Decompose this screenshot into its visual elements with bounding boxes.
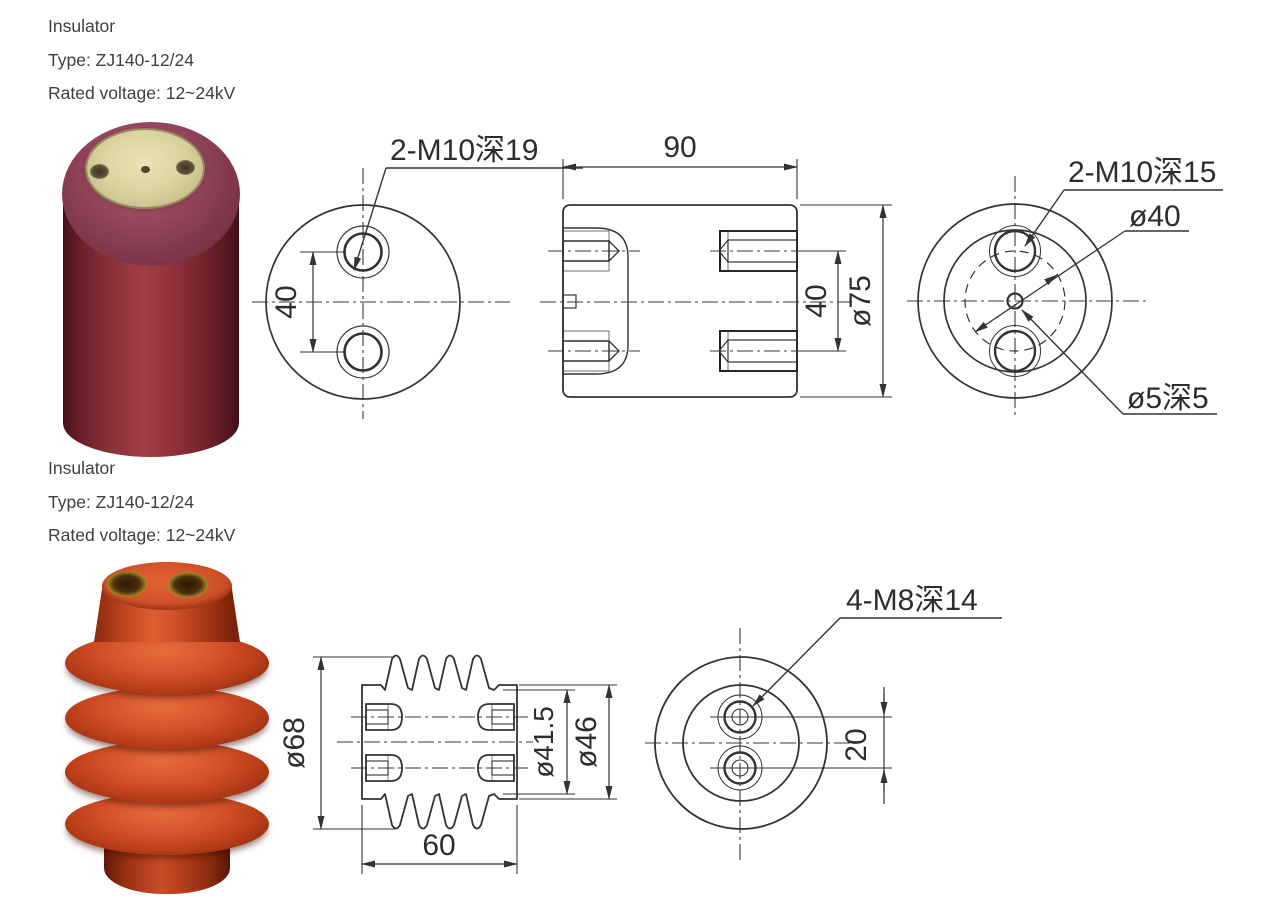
dim-end-dia-46: ø46 <box>519 684 617 800</box>
dim-hole-pitch-20: 20 <box>710 687 892 804</box>
centerlines <box>252 168 510 419</box>
finned-body-hatch <box>361 654 518 830</box>
dim-label-o75: ø75 <box>844 275 877 327</box>
insert-bore-bottom-left <box>548 330 640 372</box>
callout-label: 4-M8深14 <box>846 584 978 617</box>
insert-bore-bottom-right <box>710 330 820 372</box>
brass-insert-right <box>168 572 208 598</box>
outline-circle <box>917 203 1113 399</box>
outline-circle <box>654 656 828 830</box>
centerlines <box>645 628 850 862</box>
dim-label-90: 90 <box>663 131 696 164</box>
threaded-hole-top <box>989 225 1041 277</box>
thread-hole-right <box>176 160 195 175</box>
metal-insert-left <box>562 227 629 375</box>
shed-1 <box>65 632 269 694</box>
dim-length-90: 90 <box>562 131 798 199</box>
callout-center-hole: ø5深5 <box>1021 309 1217 415</box>
drawing-front-view-1: 40 2-M10深19 <box>252 134 583 419</box>
callout-thread: 2-M10深15 <box>1024 156 1223 247</box>
insulator-photo-cylindrical <box>62 122 240 458</box>
center-pin <box>141 166 150 173</box>
product-voltage: Rated voltage: 12~24kV <box>48 525 236 545</box>
dim-label-20: 20 <box>840 728 873 761</box>
shed-2 <box>65 687 269 749</box>
product-type: Type: ZJ140-12/24 <box>48 491 194 512</box>
drawing-section-view-1: 90 40 ø75 <box>540 131 892 398</box>
dim-shed-dia-68: ø68 <box>278 656 395 830</box>
center-hole <box>1006 292 1024 310</box>
shed-3 <box>65 741 269 803</box>
dim-length-60: 60 <box>361 805 518 874</box>
insulator-photo-finned <box>64 560 270 896</box>
callout-label: 2-M10深15 <box>1068 156 1216 189</box>
dim-hole-pitch: 40 <box>270 251 346 353</box>
dim-outer-dia-75: ø75 <box>800 204 892 398</box>
centerlines <box>337 716 533 769</box>
product-1-info: Insulator Type: ZJ140-12/24 Rated voltag… <box>48 10 235 111</box>
drawing-end-view-2: 20 4-M8深14 <box>645 584 1002 862</box>
inner-circle <box>682 684 800 802</box>
thread-callout: 2-M10深19 <box>353 134 583 271</box>
dim-label-o68: ø68 <box>278 717 311 769</box>
callout-label: 2-M10深19 <box>390 134 538 167</box>
callout-label-o40: ø40 <box>1129 200 1181 233</box>
product-title: Insulator <box>48 16 116 36</box>
drawing-section-view-2: ø68 ø41.5 ø46 60 <box>278 654 617 874</box>
dim-pitch-40: 40 <box>800 250 846 352</box>
threaded-hole-bottom <box>989 325 1041 377</box>
callout-thread: 4-M8深14 <box>752 584 1002 707</box>
dim-core-dia-41-5: ø41.5 <box>503 689 575 795</box>
product-type: Type: ZJ140-12/24 <box>48 49 194 70</box>
drawing-rear-view-1: 2-M10深15 ø40 ø5深5 <box>907 156 1223 416</box>
callout-pitch-circle: ø40 <box>974 200 1189 333</box>
insert-bore-top-right <box>710 230 820 272</box>
brass-insert-left <box>107 571 147 597</box>
dim-label-40: 40 <box>270 285 303 318</box>
pitch-circle <box>964 250 1066 352</box>
product-title: Insulator <box>48 458 116 478</box>
thread-hole-left <box>90 164 109 179</box>
dim-label-o41-5: ø41.5 <box>528 706 559 778</box>
callout-label-o5: ø5深5 <box>1127 382 1209 415</box>
dim-label-o46: ø46 <box>570 716 603 768</box>
product-2-info: Insulator Type: ZJ140-12/24 Rated voltag… <box>48 452 235 553</box>
dim-label-40: 40 <box>800 284 833 317</box>
dim-label-60: 60 <box>422 829 455 862</box>
outline-circle <box>265 204 461 400</box>
shed-4 <box>65 793 269 855</box>
epoxy-body-hatch <box>562 204 798 398</box>
insert-bore-top-left <box>548 230 640 272</box>
product-voltage: Rated voltage: 12~24kV <box>48 83 236 103</box>
